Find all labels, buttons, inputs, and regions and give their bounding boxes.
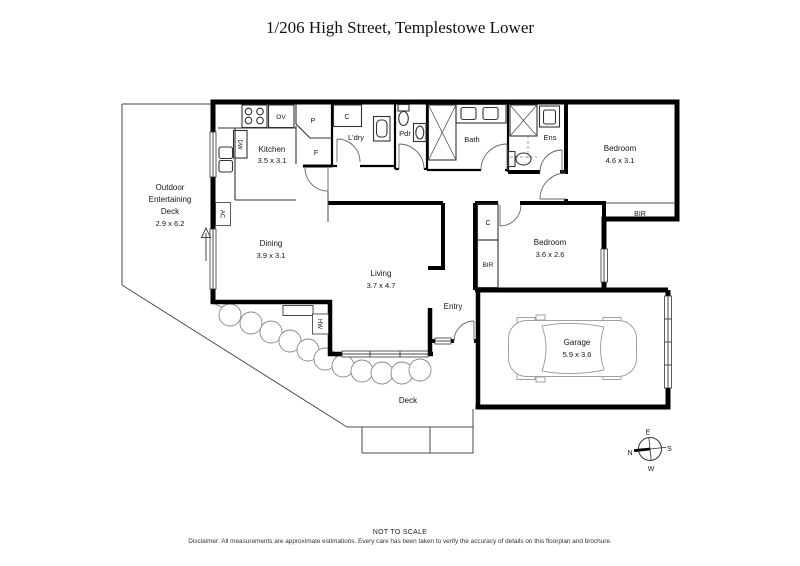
compass-south-label: S xyxy=(667,446,672,453)
bath-label: Bath xyxy=(464,135,479,144)
deck-steps xyxy=(361,427,474,454)
aircon-label: AC xyxy=(219,210,225,219)
bedroom2-window xyxy=(600,248,608,283)
deck-outline xyxy=(121,103,474,454)
pantry-box xyxy=(295,104,332,139)
ensuite-toilet-icon xyxy=(507,150,532,168)
bath-vanity-icon xyxy=(455,103,507,124)
outdoor-deck-label-2: Entertaining xyxy=(149,195,192,204)
bedroom1-label: Bedroom xyxy=(604,144,637,153)
kitchen-dims: 3.5 x 3.1 xyxy=(258,156,287,165)
disclaimer-text: Disclaimer: All measurements are approxi… xyxy=(188,538,612,545)
compass-needle xyxy=(633,447,651,453)
powder-label: Pdr xyxy=(399,129,411,138)
garage-dims: 5.9 x 3.6 xyxy=(563,350,592,359)
car-icon xyxy=(508,314,637,383)
outdoor-deck-dims: 2.9 x 6.2 xyxy=(156,219,185,228)
outdoor-deck-label-1: Outdoor xyxy=(156,183,185,192)
dishwasher-label: DW xyxy=(236,140,242,150)
kitchen-hall-door xyxy=(304,167,329,192)
deck-label: Deck xyxy=(399,396,418,405)
windows xyxy=(200,131,672,389)
aircon-box xyxy=(215,202,231,226)
hotwater-label: HW xyxy=(316,319,322,329)
bath-shower-icon xyxy=(427,104,457,161)
ensuite-label: Ens xyxy=(544,133,557,142)
bedroom2-door xyxy=(499,204,522,227)
kitchen-sink-icon xyxy=(218,146,234,173)
fixture-labels: OV P F C DW AC HW C BIR BIR xyxy=(219,114,646,329)
living-window xyxy=(341,350,429,358)
hotwater-box xyxy=(312,313,329,335)
bedroom1-robe-label: BIR xyxy=(634,211,646,218)
living-dims: 3.7 x 4.7 xyxy=(367,281,396,290)
powder-toilet-icon xyxy=(397,103,410,127)
kitchen-label: Kitchen xyxy=(259,145,286,154)
not-to-scale-note: NOT TO SCALE xyxy=(372,529,428,536)
laundry-door xyxy=(336,138,361,163)
fridge-label: F xyxy=(314,150,318,157)
ensuite-basin-icon xyxy=(538,105,561,128)
powder-basin-icon xyxy=(412,122,427,143)
bedroom1-dims: 4.6 x 3.1 xyxy=(606,156,635,165)
garage-door xyxy=(664,295,672,389)
compass-west-label: W xyxy=(648,466,655,473)
living-label: Living xyxy=(371,269,392,278)
bedroom2-cupboard-label: C xyxy=(485,220,490,227)
laundry-cupboard-box xyxy=(332,104,363,128)
laundry-cupboard-label: C xyxy=(344,114,349,121)
deck-sliding-door xyxy=(209,228,217,290)
bedroom2-robe-label: BIR xyxy=(483,262,494,269)
ensuite-shower-icon xyxy=(509,104,538,158)
kitchen-fixtures xyxy=(218,104,332,201)
powder-door xyxy=(398,143,425,170)
kitchen-window xyxy=(209,131,217,178)
stove-icon xyxy=(241,104,268,129)
oven-box xyxy=(267,104,295,129)
laundry-trough-icon xyxy=(372,115,391,142)
laundry-label: L'dry xyxy=(348,133,364,142)
garage-label: Garage xyxy=(564,338,591,347)
ensuite-door xyxy=(539,149,563,173)
internal-walls xyxy=(303,102,675,290)
dishwasher-box xyxy=(232,129,248,159)
bedroom2-robe-box xyxy=(476,239,499,289)
bedroom2-label: Bedroom xyxy=(534,238,567,247)
entry-door xyxy=(453,320,475,342)
bath-door xyxy=(480,143,508,171)
entry-sidelight-window xyxy=(434,337,452,345)
page-title: 1/206 High Street, Templestowe Lower xyxy=(265,18,535,37)
planter-box xyxy=(282,305,314,316)
footer: NOT TO SCALE Disclaimer: All measurement… xyxy=(0,529,800,545)
outdoor-deck-label-3: Deck xyxy=(161,207,180,216)
compass-east-label: E xyxy=(646,430,651,437)
bedroom2-dims: 3.6 x 2.6 xyxy=(536,250,565,259)
oven-label: OV xyxy=(276,114,286,121)
entry-label: Entry xyxy=(444,302,463,311)
dining-dims: 3.9 x 3.1 xyxy=(257,251,286,260)
dining-label: Dining xyxy=(260,239,283,248)
bedroom1-door xyxy=(539,172,567,200)
storage-boxes xyxy=(215,202,499,335)
doors xyxy=(304,138,567,342)
compass-icon: E S W N xyxy=(627,430,672,474)
compass-north-label: N xyxy=(627,450,632,457)
slider-direction-arrow xyxy=(200,226,212,261)
pantry-label: P xyxy=(311,118,316,125)
wet-area-fixtures xyxy=(332,103,561,168)
room-labels: Outdoor Entertaining Deck 2.9 x 6.2 Kitc… xyxy=(149,129,637,405)
